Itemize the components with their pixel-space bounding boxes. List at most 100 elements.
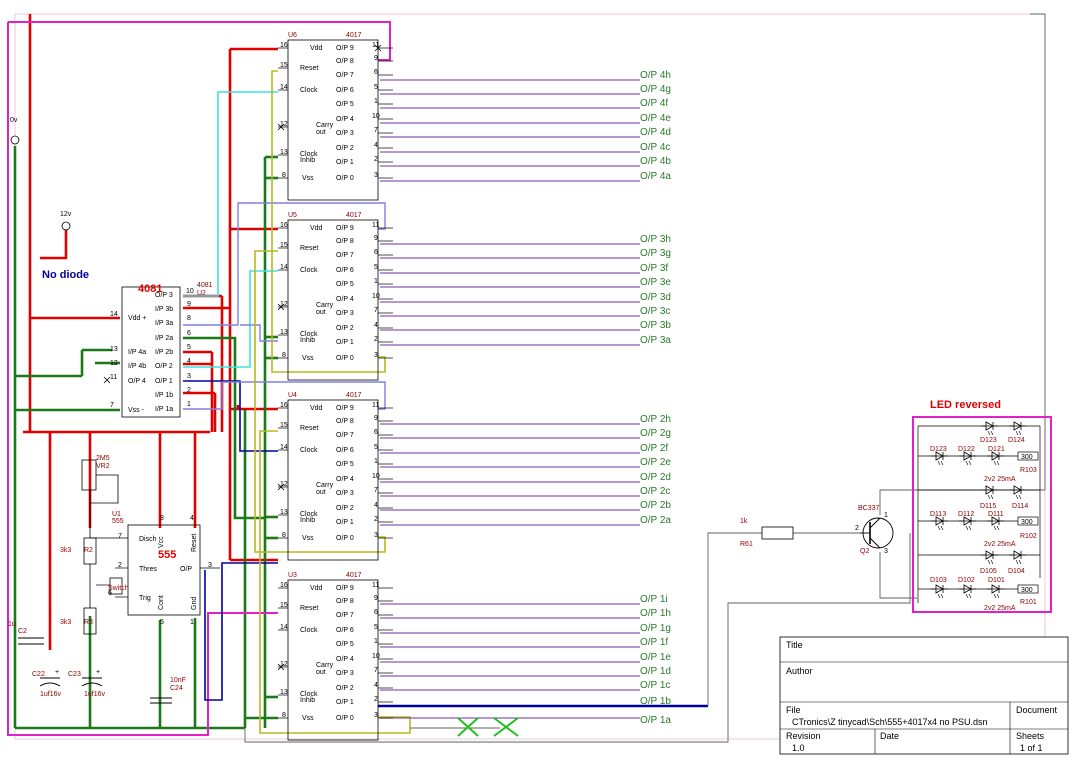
output-label: O/P 1d: [640, 666, 671, 677]
pin-16: 16: [280, 222, 288, 229]
output-label: O/P 2f: [640, 443, 668, 454]
out-pin-6: 5: [374, 84, 378, 91]
q2-transistor[interactable]: BC337 Q2 2 1 3: [855, 505, 894, 555]
file-label: File: [786, 705, 801, 715]
r2-resistor[interactable]: 3k3 R2: [60, 537, 97, 565]
r61-resistor[interactable]: 1k R61: [740, 518, 794, 548]
pin-clock-label: Clock: [300, 267, 318, 274]
pin-cont: Cont: [158, 595, 165, 610]
output-label: O/P 3a: [640, 335, 671, 346]
revision-value: 1.0: [792, 743, 805, 753]
pin-clock2-label: Clock: [300, 511, 318, 518]
counter-u5[interactable]: U5 4017 Vdd Reset Clock Carry out Clock …: [277, 212, 394, 381]
c24-capacitor[interactable]: 10nF C24: [150, 677, 186, 704]
c23-value: 1uf16v: [84, 691, 106, 698]
out-pin-0: 3: [374, 712, 378, 719]
c22-capacitor[interactable]: + C22 1uf16v: [32, 669, 62, 698]
c23-capacitor[interactable]: + C23 1uf16v: [68, 669, 106, 698]
out-label-7: O/P 7: [336, 252, 354, 259]
pin-n7: 7: [110, 402, 114, 409]
led-label: D124: [1008, 437, 1025, 444]
pin-n3: 3: [187, 373, 191, 380]
c2-capacitor[interactable]: 1u C2: [8, 621, 44, 645]
gate-ref: U2: [197, 290, 206, 297]
out-pin-3: 7: [374, 487, 378, 494]
led-label: D113: [930, 511, 946, 518]
r103-value: 300: [1021, 454, 1033, 461]
output-labels-u4: O/P 2h O/P 2g O/P 2f O/P 2e O/P 2d O/P 2…: [640, 414, 671, 526]
out-pin-5: 1: [374, 98, 378, 105]
led-current-note: 2v2 25mA: [984, 541, 1016, 548]
output-label: O/P 4a: [640, 171, 671, 182]
out-pin-6: 5: [374, 444, 378, 451]
pin-14: 14: [280, 84, 288, 91]
document-label: Document: [1016, 705, 1058, 715]
out-pin-3: 7: [374, 667, 378, 674]
out-label-3: O/P 3: [336, 670, 354, 677]
timer-555[interactable]: 555 U1 555 Disch Thres Trig O/P Vcc Rese…: [108, 511, 220, 626]
out-label-2: O/P 2: [336, 505, 354, 512]
r101-value: 300: [1021, 587, 1033, 594]
out-pin-2: 4: [374, 322, 378, 329]
pin-14: 14: [280, 444, 288, 451]
output-label: O/P 2a: [640, 515, 671, 526]
r3-resistor[interactable]: 3k3 R3: [60, 607, 97, 635]
pin-16: 16: [280, 402, 288, 409]
vr2-pot[interactable]: 2M5 VR2: [81, 455, 119, 504]
led-current-note: 2v2 25mA: [984, 605, 1016, 612]
pin-vdd-label: Vdd: [310, 225, 323, 232]
twelve-volt-terminal: 12v: [60, 211, 72, 231]
pin-ip2b: I/P 2b: [155, 349, 173, 356]
vr2-value: 2M5: [96, 455, 110, 462]
pin-n12: 12: [110, 360, 118, 367]
out-label-4: O/P 4: [336, 116, 354, 123]
pin-inhib-label: Inhib: [300, 157, 315, 164]
out-label-3: O/P 3: [336, 130, 354, 137]
pin-16: 16: [280, 42, 288, 49]
out-pin-1: 2: [374, 336, 378, 343]
no-connect-marks: [103, 44, 382, 671]
c23-ref: C23: [68, 671, 81, 678]
output-label: O/P 1b: [640, 696, 671, 707]
out-label-3: O/P 3: [336, 310, 354, 317]
out-label-8: O/P 8: [336, 238, 354, 245]
pin-clock2-label: Clock: [300, 331, 318, 338]
counter-part: 4017: [346, 212, 362, 219]
out-label-7: O/P 7: [336, 432, 354, 439]
pin-n5: 5: [160, 619, 164, 626]
output-label: O/P 3b: [640, 320, 671, 331]
counter-u3[interactable]: U3 4017 Vdd Reset Clock Carry out Clock …: [277, 572, 394, 741]
pin-inhib-label: Inhib: [300, 697, 315, 704]
led-label: D112: [958, 511, 974, 518]
output-label: O/P 1h: [640, 608, 671, 619]
gate-4081[interactable]: 4081 4081 U2 O/P 3 I/P 3b I/P 3a I/P 2a …: [110, 282, 213, 418]
pin-n3: 3: [208, 562, 212, 569]
pin-13: 13: [280, 509, 288, 516]
violet-wires: [183, 202, 386, 410]
out-label-1: O/P 1: [336, 699, 354, 706]
pin-reset: Reset: [191, 534, 198, 552]
counter-u6[interactable]: U6 4017 Vdd Reset Clock Carry out Clock …: [277, 32, 394, 201]
q2-part: BC337: [858, 505, 880, 512]
revision-label: Revision: [786, 731, 821, 741]
pin-op4: O/P 4: [128, 378, 146, 385]
r2-value: 3k3: [60, 547, 71, 554]
out-pin-2: 4: [374, 502, 378, 509]
pin-15: 15: [280, 242, 288, 249]
out-label-5: O/P 5: [336, 461, 354, 468]
output-label: O/P 2h: [640, 414, 671, 425]
counter-u4[interactable]: U4 4017 Vdd Reset Clock Carry out Clock …: [277, 392, 394, 561]
out-pin-1: 2: [374, 156, 378, 163]
timing-switch[interactable]: Switch: [96, 577, 129, 595]
c22-ref: C22: [32, 671, 45, 678]
led-reversed-note: LED reversed: [930, 399, 1001, 411]
out-pin-3: 7: [374, 127, 378, 134]
twelve-volt-label: 12v: [60, 211, 72, 218]
out-pin-4: 10: [372, 473, 380, 480]
output-label: O/P 1g: [640, 623, 671, 634]
pin-clock2-label: Clock: [300, 691, 318, 698]
title-block: Title Author File CTronics\Z tinycad\Sch…: [779, 636, 1069, 755]
output-label: O/P 4c: [640, 142, 670, 153]
purple-wires: [380, 79, 640, 719]
